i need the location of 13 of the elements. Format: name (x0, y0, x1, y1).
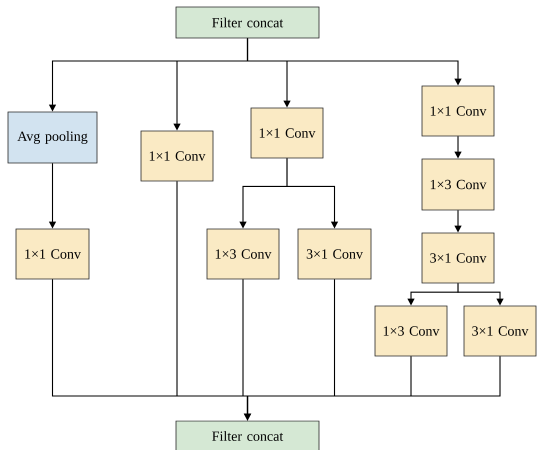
concat-box: Filter concat (176, 420, 320, 450)
conv-box: 1×1 Conv (422, 86, 494, 136)
conv-box: 3×1 Conv (298, 228, 372, 280)
conv-box: 3×1 Conv (464, 306, 536, 356)
pooling-box: Avg pooling (8, 112, 98, 164)
conv-box: 1×3 Conv (206, 228, 280, 280)
conv-box: 1×1 Conv (16, 228, 90, 280)
conv-box: 3×1 Conv (422, 232, 494, 284)
conv-box: 1×3 Conv (374, 306, 448, 356)
conv-box: 1×1 Conv (250, 108, 324, 158)
concat-box: Filter concat (176, 6, 320, 38)
conv-box: 1×3 Conv (422, 158, 494, 210)
conv-box: 1×1 Conv (140, 130, 214, 182)
